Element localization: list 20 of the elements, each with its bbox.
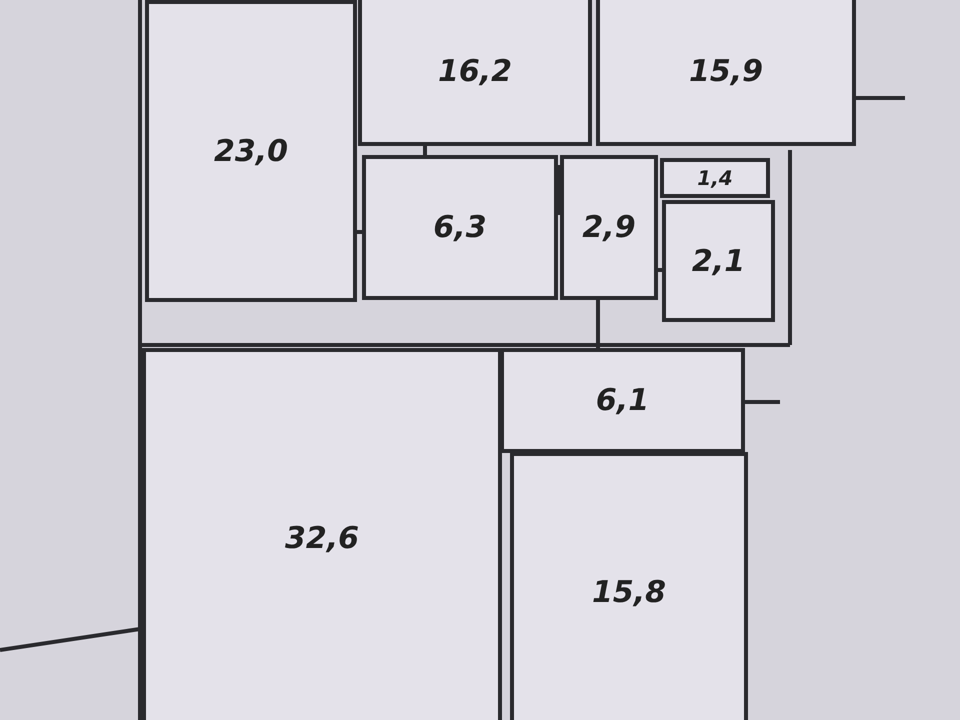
room-outline (500, 348, 745, 453)
room-area-label: 2,1 (692, 244, 746, 278)
room-area-label: 6,1 (596, 383, 650, 418)
room-area-label: 32,6 (284, 520, 360, 556)
room-area-label: 1,4 (697, 166, 733, 190)
room-area-label: 16,2 (438, 54, 512, 88)
room-area-label: 23,0 (214, 134, 288, 168)
room-outline (145, 0, 357, 302)
room-outline (660, 158, 770, 198)
room-outline (358, 0, 592, 146)
room-outline (142, 348, 502, 720)
room-outline (560, 155, 658, 300)
room-area-label: 15,8 (592, 574, 666, 610)
room-area-label: 15,9 (688, 54, 764, 88)
room-outline (596, 0, 856, 146)
room-area-label: 2,9 (582, 210, 636, 245)
room-area-label: 6,3 (433, 210, 487, 245)
room-outline (662, 200, 775, 322)
room-outline (510, 452, 748, 720)
room-outline (362, 155, 558, 300)
